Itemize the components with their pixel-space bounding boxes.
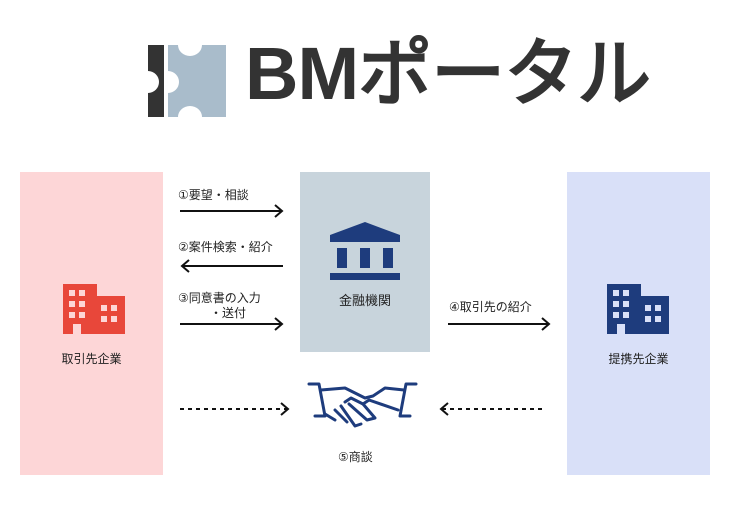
step3-label-cont: ・送付: [210, 306, 247, 320]
logo-text: BMポータル: [245, 32, 651, 115]
step4-label: ④取引先の紹介: [449, 300, 532, 314]
step5-label: ⑤商談: [338, 450, 373, 464]
bank-label: 金融機関: [338, 294, 391, 309]
partner-building-icon: [607, 284, 669, 334]
partner-label: 提携先企業: [608, 352, 669, 366]
arrow-step2: [180, 259, 283, 273]
step2-label: ②案件検索・紹介: [178, 240, 273, 254]
client-label: 取引先企業: [61, 352, 122, 366]
arrow-step4: [448, 317, 551, 331]
arrow-step3: [180, 317, 284, 331]
arrow-step1: [180, 204, 284, 218]
handshake-icon: [307, 382, 418, 428]
client-building-icon: [63, 284, 125, 334]
bank-icon: [330, 222, 400, 280]
step3-label: ③同意書の入力: [178, 291, 261, 305]
step1-label: ①要望・相談: [178, 188, 249, 202]
logo-mark: [148, 45, 226, 117]
